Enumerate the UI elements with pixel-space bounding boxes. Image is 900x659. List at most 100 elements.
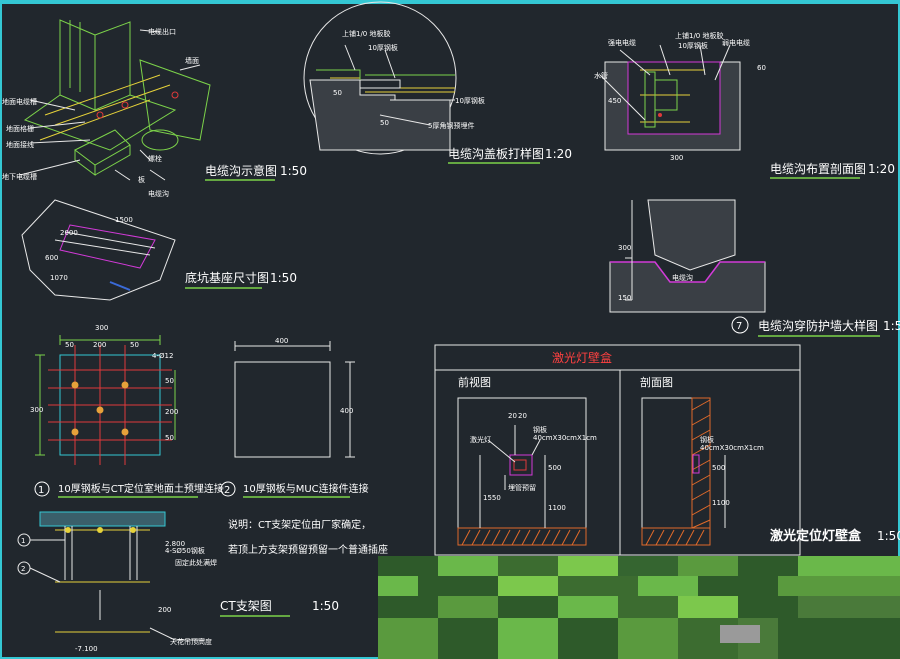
title-ct-support: CT支架图 xyxy=(220,599,272,613)
scale-cable-trench: 1:50 xyxy=(280,164,307,178)
remark-line1: 说明：CT支架定位由厂家确定， xyxy=(228,518,371,531)
dim-200: 200 xyxy=(93,341,106,349)
label-top-floor-finish: 上铺1/0 地板胶 xyxy=(342,29,391,38)
dim-200c: 200 xyxy=(158,606,171,614)
label-top-tile: 上铺1/0 地板胶 xyxy=(675,31,724,40)
dim-200r: 200 xyxy=(165,408,178,416)
label-floor-cable: 地面电缆槽 xyxy=(2,97,37,106)
dim-300: 300 xyxy=(670,154,683,162)
title-laser-positioning: 激光定位灯壁盒 xyxy=(770,528,862,544)
label-underground-cable: 地下电缆槽 xyxy=(2,172,37,181)
label-bolt: 螺栓 xyxy=(148,154,162,163)
dim-50: 50 xyxy=(333,89,342,97)
label-weak-cable: 弱电电缆 xyxy=(722,38,750,47)
label-plate-spec-front: 钢板 xyxy=(533,425,547,434)
dim-50d: 50 xyxy=(130,341,139,349)
label-water: 水管 xyxy=(594,71,608,80)
label-strong-cable: 强电电缆 xyxy=(608,38,636,47)
ct-callout-1: 1 xyxy=(21,537,25,545)
label-plate-spec-sec2: 40cmX30cmX1cm xyxy=(700,444,764,452)
title-plate2: 10厚钢板与MUC连接件连接 xyxy=(243,482,369,495)
dim-500: 500 xyxy=(548,464,561,472)
dim-1500: 1500 xyxy=(115,216,133,224)
detail-7-number: 7 xyxy=(736,321,742,332)
dim-2000: 2000 xyxy=(60,229,78,237)
cable-trench-sketch: 电缆出口 墙面 地面电缆槽 地面格栅 地面接线 地下电缆槽 螺栓 板 电缆沟 电… xyxy=(2,19,307,198)
label-angle5: 5厚角钢预埋件 xyxy=(428,121,474,130)
plate1-detail: 300 50 200 50 300 50 200 50 4-Ø12 1 10厚钢… xyxy=(30,324,224,498)
label-level1: 2.800 xyxy=(165,540,185,548)
dim-600: 600 xyxy=(45,254,58,262)
label-wall: 墙面 xyxy=(185,56,199,65)
ct-support: 1 2 2.800 4-SØ50钢板 固定此处满焊 200 天花吊顶高度 -7.… xyxy=(17,511,388,653)
label-cable-trench-b: 电缆沟 xyxy=(672,273,693,282)
dim-50c: 50 xyxy=(65,341,74,349)
title-plate1: 10厚钢板与CT定位室地面土预埋连接 xyxy=(58,482,224,495)
pit-base: 2000 1500 600 1070 底坑基座尺寸图 1:50 xyxy=(21,199,297,301)
trench-section: 强电电缆 上铺1/0 地板胶 10厚钢板 弱电电缆 水管 450 300 60 … xyxy=(594,31,895,179)
scale-ct-support: 1:50 xyxy=(312,599,339,613)
plate2-detail: 400 400 2 10厚钢板与MUC连接件连接 xyxy=(220,337,369,498)
detail-7-marker xyxy=(731,316,749,334)
dim-60: 60 xyxy=(757,64,766,72)
label-bolts-note: 4-Ø12 xyxy=(152,352,173,360)
dim-1100: 1100 xyxy=(548,504,566,512)
dim-1100s: 1100 xyxy=(712,499,730,507)
label-floor-grille: 地面格栅 xyxy=(6,124,34,133)
title-trench-section: 电缆沟布置剖面图 xyxy=(770,162,866,176)
dim-300left: 300 xyxy=(30,406,43,414)
pixelated-watermark xyxy=(378,556,900,659)
label-cable-trench: 电缆沟 xyxy=(148,189,169,198)
ct-callout-2: 2 xyxy=(21,565,25,573)
title-wall-detail: 电缆沟穿防护墙大样图 xyxy=(758,318,878,333)
title-laser-box: 激光灯壁盒 xyxy=(552,350,612,365)
dim-50b: 50 xyxy=(380,119,389,127)
label-bolt-spec2: 固定此处满焊 xyxy=(175,558,217,567)
dim-500s: 500 xyxy=(712,464,725,472)
dim-300c: 300 xyxy=(95,324,108,332)
plate1-marker xyxy=(34,481,50,497)
dim-50r1: 50 xyxy=(165,377,174,385)
dim-1550: 1550 xyxy=(483,494,501,502)
dim-50r2: 50 xyxy=(165,434,174,442)
scale-trench-section: 1:20 xyxy=(868,162,895,176)
dim-20b: 20 xyxy=(518,412,527,420)
dim-300b: 300 xyxy=(618,244,631,252)
laser-box-detail: 激光灯壁盒 前视图 剖面图 激光灯 钢板 40cmX30cmX1cm 埋管预留 … xyxy=(434,344,900,556)
dim-1070: 1070 xyxy=(50,274,68,282)
scale-laser-positioning: 1:50 xyxy=(877,529,900,543)
label-cable-exit: 电缆出口 xyxy=(148,27,176,36)
title-cable-trench: 电缆沟示意图 xyxy=(205,163,277,178)
dim-400: 400 xyxy=(275,337,288,345)
label-pipe-note: 埋管预留 xyxy=(508,483,536,492)
dim-20: 20 xyxy=(508,412,517,420)
title-section-view: 剖面图 xyxy=(640,375,673,389)
scale-pit-base: 1:50 xyxy=(270,271,297,285)
label-plate10b: 10厚钢板 xyxy=(455,96,485,105)
label-laser-lamp: 激光灯 xyxy=(470,435,491,444)
scale-wall-detail: 1:50 xyxy=(883,319,900,333)
dim-400r: 400 xyxy=(340,407,353,415)
dim-450: 450 xyxy=(608,97,621,105)
scale-cover-plate: 1:20 xyxy=(545,147,572,161)
label-plate-spec-sec: 钢板 xyxy=(700,435,714,444)
label-floor-terminal: 地面接线 xyxy=(6,140,34,149)
wall-passing-detail: 300 150 电缆沟 7 电缆沟穿防护墙大样图 1:50 xyxy=(609,199,900,337)
dim-150: 150 xyxy=(618,294,631,302)
label-board: 板 xyxy=(138,175,145,184)
plate2-number: 2 xyxy=(224,485,230,496)
plate2-marker xyxy=(220,481,236,497)
title-pit-base: 底坑基座尺寸图 xyxy=(185,270,269,285)
title-front-view: 前视图 xyxy=(458,375,491,389)
label-floor-finish: 天花吊顶高度 xyxy=(170,637,212,646)
label-plate-spec-front2: 40cmX30cmX1cm xyxy=(533,434,597,442)
label-plate10c: 10厚钢板 xyxy=(678,41,708,50)
title-cover-plate: 电缆沟盖板打样图 xyxy=(448,146,544,161)
label-bolt-spec: 4-SØ50钢板 xyxy=(165,546,205,555)
remark-line2: 若顶上方支架预留预留一个普通插座 xyxy=(228,543,388,556)
plate1-number: 1 xyxy=(38,485,44,496)
label-level2: -7.100 xyxy=(75,645,98,653)
cover-plate-detail: 上铺1/0 地板胶 10厚钢板 10厚钢板 5厚角钢预埋件 50 50 电缆沟盖… xyxy=(303,1,572,164)
label-plate10: 10厚钢板 xyxy=(368,43,398,52)
